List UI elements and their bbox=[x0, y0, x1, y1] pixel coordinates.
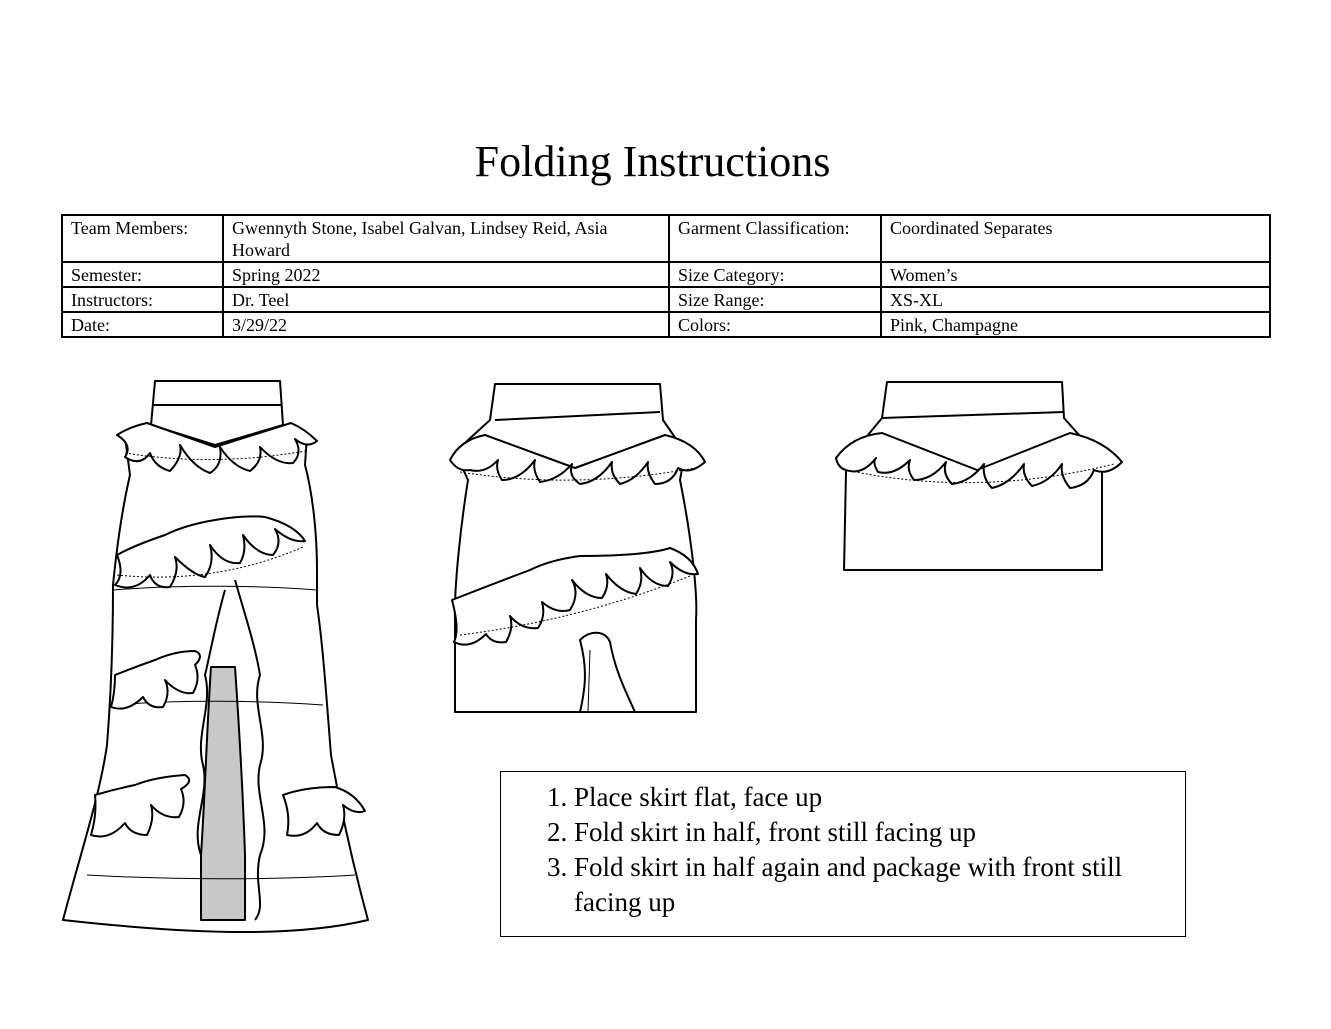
label-size-range: Size Range: bbox=[668, 286, 882, 313]
folding-steps-list: Place skirt flat, face up Fold skirt in … bbox=[501, 780, 1185, 920]
value-colors: Pink, Champagne bbox=[880, 311, 1271, 338]
page-title: Folding Instructions bbox=[474, 137, 831, 186]
label-semester: Semester: bbox=[61, 261, 224, 288]
full-skirt-flat-sketch bbox=[62, 380, 369, 933]
table-row: Instructors: Dr. Teel Size Range: XS-XL bbox=[61, 286, 1271, 313]
step-2: Fold skirt in half, front still facing u… bbox=[574, 815, 1185, 850]
label-garment-classification: Garment Classification: bbox=[668, 214, 882, 263]
value-size-category: Women’s bbox=[880, 261, 1271, 288]
value-size-range: XS-XL bbox=[880, 286, 1271, 313]
label-team-members: Team Members: bbox=[61, 214, 224, 263]
label-size-category: Size Category: bbox=[668, 261, 882, 288]
folding-steps-box: Place skirt flat, face up Fold skirt in … bbox=[500, 771, 1186, 937]
value-team-members: Gwennyth Stone, Isabel Galvan, Lindsey R… bbox=[222, 214, 670, 263]
label-colors: Colors: bbox=[668, 311, 882, 338]
table-row: Date: 3/29/22 Colors: Pink, Champagne bbox=[61, 311, 1271, 338]
value-semester: Spring 2022 bbox=[222, 261, 670, 288]
label-instructors: Instructors: bbox=[61, 286, 224, 313]
garment-info-table: Team Members: Gwennyth Stone, Isabel Gal… bbox=[61, 214, 1271, 338]
table-row: Semester: Spring 2022 Size Category: Wom… bbox=[61, 261, 1271, 288]
value-date: 3/29/22 bbox=[222, 311, 670, 338]
value-garment-classification: Coordinated Separates bbox=[880, 214, 1271, 263]
skirt-folded-quarter-sketch bbox=[835, 381, 1123, 571]
step-3: Fold skirt in half again and package wit… bbox=[574, 850, 1185, 920]
step-1: Place skirt flat, face up bbox=[574, 780, 1185, 815]
value-instructors: Dr. Teel bbox=[222, 286, 670, 313]
skirt-folded-half-sketch bbox=[449, 383, 706, 713]
table-row: Team Members: Gwennyth Stone, Isabel Gal… bbox=[61, 214, 1271, 263]
label-date: Date: bbox=[61, 311, 224, 338]
